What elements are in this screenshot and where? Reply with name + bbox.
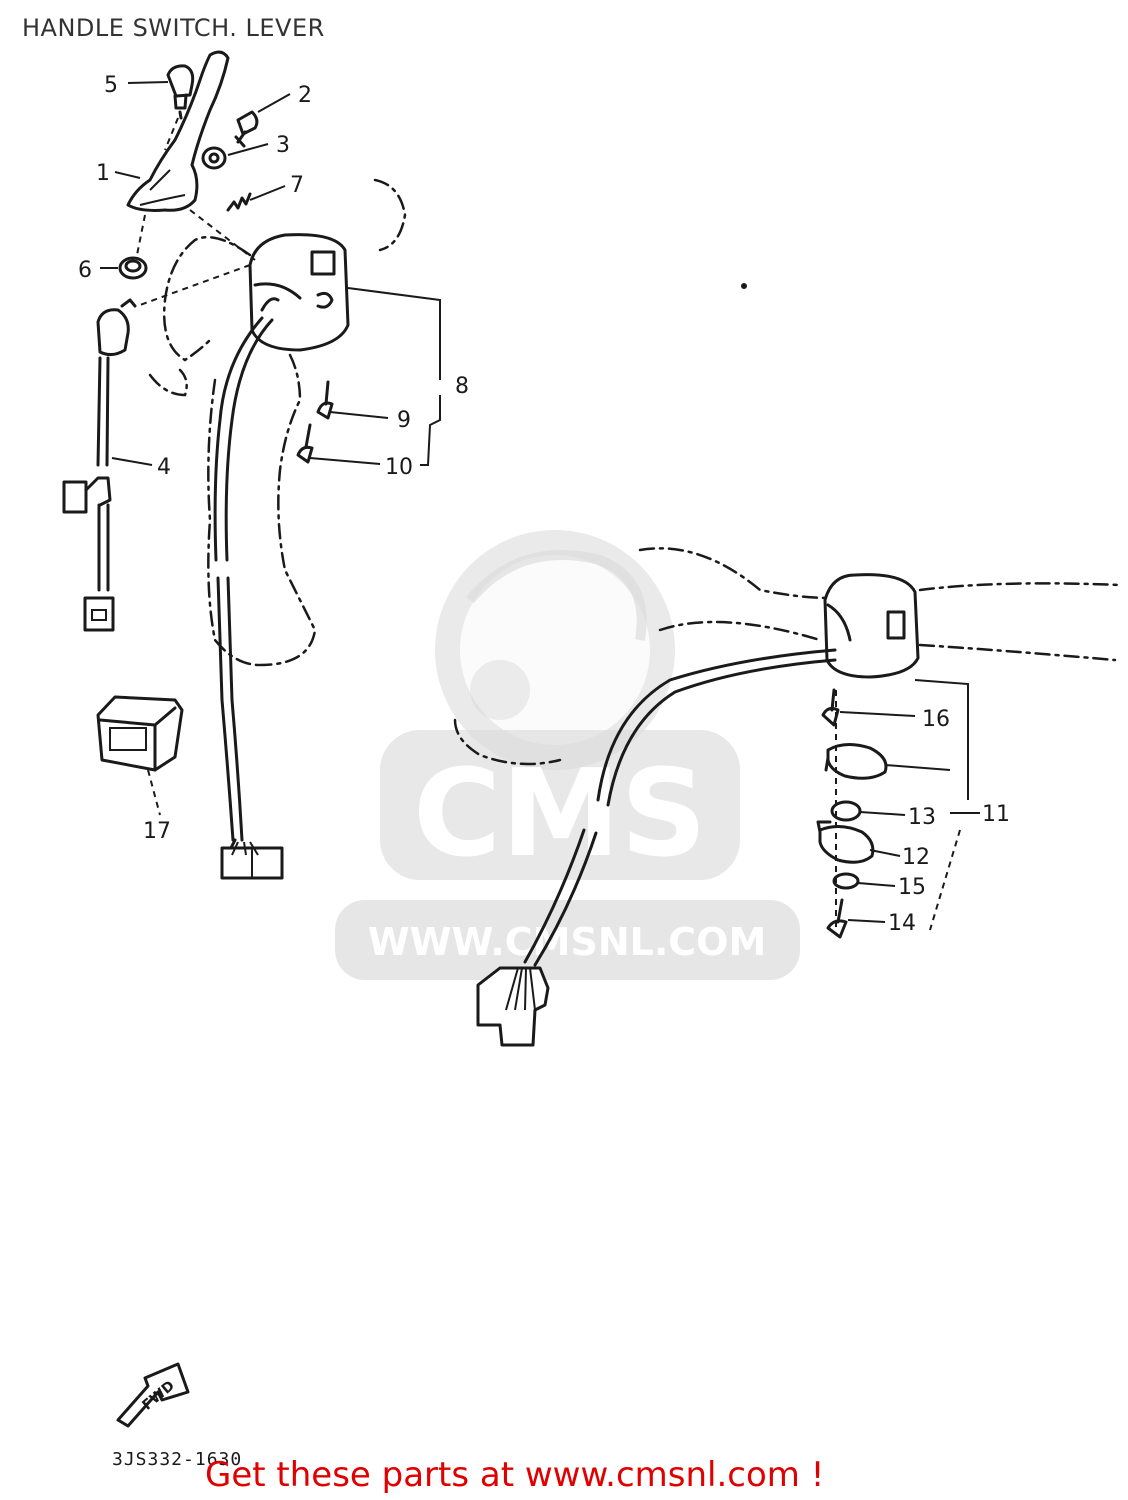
part-17-relay — [96, 695, 184, 772]
part-13-washer — [830, 800, 862, 822]
part-6-bushing — [118, 256, 148, 280]
part-1-lever — [126, 50, 230, 212]
part-12-bracket — [816, 820, 875, 864]
callout-15: 15 — [898, 875, 926, 900]
callout-5: 5 — [104, 73, 118, 98]
right-handlebar-outline — [453, 547, 1122, 766]
callout-13: 13 — [908, 805, 936, 830]
callout-17: 17 — [143, 819, 171, 844]
callout-6: 6 — [78, 258, 92, 283]
page-title: HANDLE SWITCH. LEVER — [22, 14, 325, 42]
assembly-centerlines — [136, 117, 837, 930]
part-8-left-switch — [213, 233, 350, 880]
part-15-nut — [832, 872, 860, 890]
callout-3: 3 — [276, 133, 290, 158]
callout-16: 16 — [922, 707, 950, 732]
part-10-screw — [296, 423, 314, 464]
callout-9: 9 — [397, 408, 411, 433]
watermark-logo-text: CMS — [413, 745, 707, 884]
diagram-code: 3JS332-1630 — [112, 1449, 243, 1470]
callout-14: 14 — [888, 911, 916, 936]
cms-watermark: CMS WWW.CMSNL.COM — [335, 530, 800, 980]
fwd-arrow-icon: FWD — [116, 1362, 190, 1428]
part-16-screw — [821, 688, 840, 727]
part-11-right-switch — [476, 573, 920, 1047]
part-14-screw — [826, 898, 848, 939]
part-4-clutch-switch — [62, 298, 137, 632]
callout-8: 8 — [455, 374, 469, 399]
callout-12: 12 — [902, 845, 930, 870]
leader-lines — [100, 81, 980, 931]
callout-7: 7 — [290, 173, 304, 198]
callout-11: 11 — [982, 802, 1010, 827]
part-3-nut — [201, 146, 227, 170]
callout-numbers: 5 2 3 1 7 6 8 9 10 4 17 16 13 11 12 15 1… — [78, 73, 1010, 936]
part-9-screw — [316, 380, 334, 420]
callout-1: 1 — [96, 161, 110, 186]
stray-dot — [741, 283, 747, 289]
part-2-screw — [234, 110, 259, 148]
callout-4: 4 — [157, 455, 171, 480]
callout-2: 2 — [298, 83, 312, 108]
footer-shop-link[interactable]: Get these parts at www.cmsnl.com ! — [205, 1455, 825, 1495]
part-7-spring — [226, 192, 252, 212]
callout-10: 10 — [385, 455, 413, 480]
watermark-url-text: WWW.CMSNL.COM — [368, 920, 767, 964]
part-5-pivot-bolt — [166, 64, 195, 120]
